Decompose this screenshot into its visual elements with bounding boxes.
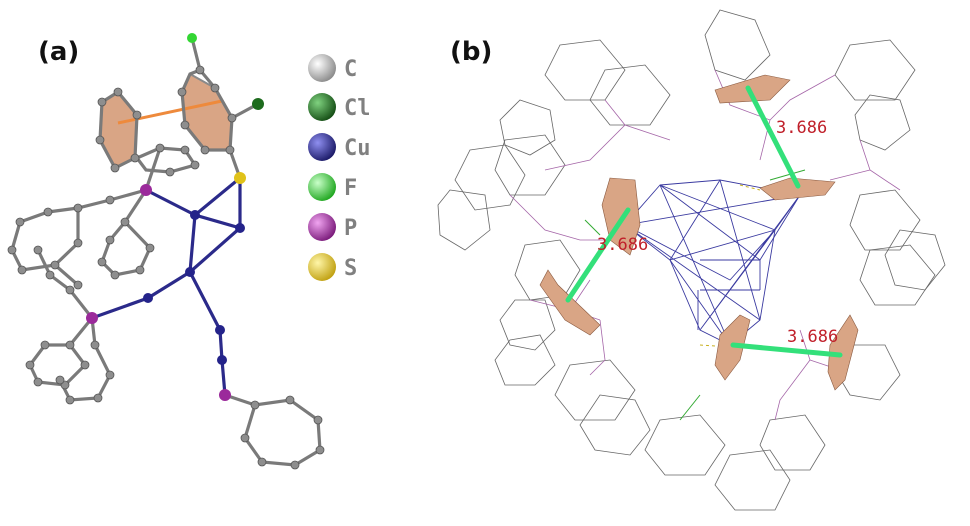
copper-ball-icon: [308, 133, 336, 161]
carbon-framework: [10, 36, 322, 467]
distance-label-top: 3.686: [776, 118, 827, 138]
copper-atom: [215, 325, 225, 335]
sulfur-ball-icon: [308, 253, 336, 281]
copper-atom: [235, 223, 245, 233]
legend-item-cu: Cu: [308, 133, 371, 161]
legend-symbol: F: [344, 176, 357, 201]
phosphorus-atom: [219, 389, 231, 401]
distance-label-left: 3.686: [597, 235, 648, 255]
phosphine-linkages: [509, 69, 901, 421]
stacked-ring-plane-right: [180, 72, 234, 151]
legend-symbol: C: [344, 57, 357, 82]
element-legend: C Cl Cu F P S: [308, 54, 371, 281]
phosphorus-atom: [140, 184, 152, 196]
contact-lines: [565, 85, 843, 358]
copper-atom: [185, 267, 195, 277]
distance-label-bottom: 3.686: [787, 327, 838, 347]
copper-atom: [143, 293, 153, 303]
contact-line-left: [565, 207, 631, 303]
panel-b-label: (b): [450, 37, 492, 67]
phosphorus-ball-icon: [308, 213, 336, 241]
atoms: [7, 33, 325, 470]
panel-b: (b): [430, 0, 970, 526]
ring-plane: [714, 74, 791, 104]
fluorine-ball-icon: [308, 173, 336, 201]
legend-item-s: S: [308, 253, 357, 281]
ring-plane: [714, 314, 751, 381]
ring-plane: [539, 269, 601, 336]
legend-item-f: F: [308, 173, 357, 201]
legend-symbol: Cu: [344, 136, 371, 161]
carbon-ball-icon: [308, 54, 336, 82]
fluorine-atom: [187, 33, 197, 43]
phosphorus-atom: [86, 312, 98, 324]
copper-atom: [190, 210, 200, 220]
panel-a-label: (a): [38, 37, 79, 67]
chlorine-ball-icon: [308, 93, 336, 121]
contact-line-top: [745, 85, 801, 189]
legend-symbol: P: [344, 216, 357, 241]
contact-line-bottom: [730, 342, 843, 358]
crystal-packing-wireframe: (b): [437, 9, 946, 511]
legend-symbol: Cl: [344, 96, 371, 121]
legend-symbol: S: [344, 256, 357, 281]
molecule-ball-stick-figure: (a): [7, 33, 371, 470]
sulfur-atom: [234, 172, 246, 184]
copper-atom: [217, 355, 227, 365]
ring-plane: [827, 314, 859, 391]
ring-plane: [759, 177, 836, 201]
chlorine-atom: [252, 98, 264, 110]
legend-item-c: C: [308, 54, 357, 82]
panel-a: (a): [0, 0, 430, 526]
legend-item-cl: Cl: [308, 93, 371, 121]
legend-item-p: P: [308, 213, 357, 241]
